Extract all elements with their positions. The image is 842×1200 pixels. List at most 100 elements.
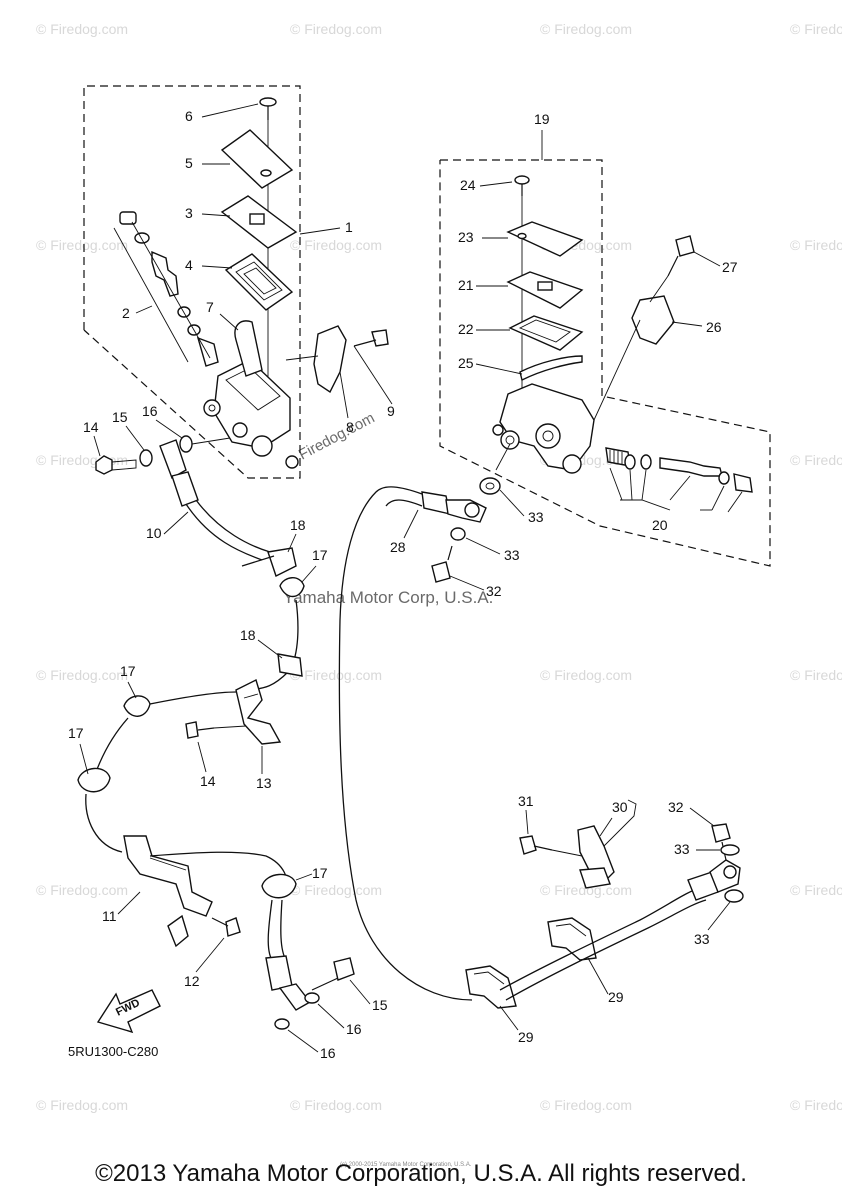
watermark: © Firedog.com <box>790 237 842 253</box>
callout-32b: 32 <box>668 799 684 815</box>
callout-16a: 15 <box>112 409 128 425</box>
callout-29b: 29 <box>518 1029 534 1045</box>
callout-25: 25 <box>458 355 474 371</box>
hose-run-left-mid <box>95 717 129 773</box>
callout-16c: 16 <box>346 1021 362 1037</box>
bolt-part-12 <box>211 917 241 937</box>
fine-print: (c) 2000-2015 Yamaha Motor Corporation, … <box>340 1162 472 1168</box>
center-watermark: Yamaha Motor Corp, U.S.A. <box>283 588 493 607</box>
piston-kit-part-2 <box>113 211 219 367</box>
diaphragm-part-22 <box>508 315 584 351</box>
callout-29a: 29 <box>608 989 624 1005</box>
diaphragm-part-4 <box>224 253 294 311</box>
union-bolt-part-32 <box>431 545 453 583</box>
watermark: © Firedog.com <box>790 667 842 683</box>
callout-13: 13 <box>256 775 272 791</box>
cap-part-23 <box>506 221 584 257</box>
left-master-cylinder-group: 6 5 3 4 1 2 7 8 9 <box>83 85 395 479</box>
callout-17b: 17 <box>120 663 136 679</box>
callout-5: 5 <box>185 155 193 171</box>
watermark: © Firedog.com <box>790 21 842 37</box>
callout-33a: 33 <box>528 509 544 525</box>
callout-15: 14 <box>83 419 99 435</box>
watermark: © Firedog.com <box>790 452 842 468</box>
bolt-part-14 <box>185 721 247 739</box>
watermark: © Firedog.com <box>540 1097 632 1113</box>
callout-33d: 33 <box>694 931 710 947</box>
watermark: © Firedog.com <box>290 21 382 37</box>
clamp-part-17-left1 <box>123 695 151 717</box>
callout-27: 27 <box>722 259 738 275</box>
watermark: © Firedog.com <box>290 667 382 683</box>
watermark: © Firedog.com <box>540 21 632 37</box>
watermark: © Firedog.com <box>36 667 128 683</box>
callout-22: 22 <box>458 321 474 337</box>
watermark: © Firedog.com <box>290 237 382 253</box>
callout-7: 7 <box>206 299 214 315</box>
watermark: © Firedog.com <box>290 882 382 898</box>
callout-18b: 18 <box>240 627 256 643</box>
watermark: © Firedog.com <box>36 237 128 253</box>
watermark: © Firedog.com <box>540 882 632 898</box>
bracket-part-11 <box>123 835 213 948</box>
clamp-part-29-lower <box>465 965 517 1009</box>
callout-16b: 16 <box>142 403 158 419</box>
union-bolt-part-15 <box>95 455 137 475</box>
brake-hose-end-left <box>265 955 312 1011</box>
callout-15b: 15 <box>372 997 388 1013</box>
watermark: © Firedog.com <box>36 1097 128 1113</box>
callout-6: 6 <box>185 108 193 124</box>
brake-hose-end-right <box>687 859 741 901</box>
callout-14: 14 <box>200 773 216 789</box>
washer-part-16-lower1 <box>304 992 320 1004</box>
washer-part-16-lower2 <box>274 1018 290 1030</box>
callout-12: 12 <box>184 973 200 989</box>
washer-part-33-c <box>720 844 740 856</box>
cylinder-end-cap <box>285 455 299 469</box>
callout-1: 1 <box>345 219 353 235</box>
seal-part-7 <box>234 320 263 377</box>
callout-24: 24 <box>460 177 476 193</box>
washer-part-33-b <box>450 527 466 541</box>
callout-33b: 33 <box>504 547 520 563</box>
brake-hose-part-10 <box>159 439 271 561</box>
callout-20: 20 <box>652 517 668 533</box>
bolt-part-9 <box>353 329 389 347</box>
callout-8: 8 <box>346 419 354 435</box>
hose-run-lower-right <box>499 887 701 991</box>
watermark: © Firedog.com <box>290 1097 382 1113</box>
bracket-part-30 <box>577 799 637 889</box>
hose-run-left-low <box>85 793 123 853</box>
hose-run-down <box>267 899 273 961</box>
callout-26: 26 <box>706 319 722 335</box>
firedog-watermark: Firedog.com <box>296 409 378 463</box>
washer-part-33-a <box>479 477 501 495</box>
copyright-notice: ©2013 Yamaha Motor Corporation, U.S.A. A… <box>95 1160 747 1187</box>
callout-32a: 32 <box>486 583 502 599</box>
callout-33c: 33 <box>674 841 690 857</box>
callout-30: 30 <box>612 799 628 815</box>
holder-part-26 <box>631 295 675 345</box>
piston-kit-part-20 <box>605 447 753 493</box>
clamp-part-18-mid <box>277 653 303 677</box>
fwd-arrow-icon: FWD <box>96 989 161 1034</box>
brake-hose-guide-part-13 <box>235 679 282 745</box>
washer-part-16b <box>179 435 193 453</box>
watermark: © Firedog.com <box>790 882 842 898</box>
callout-2: 2 <box>122 305 130 321</box>
clamp-part-18-top <box>241 547 297 577</box>
union-bolt-part-15-lower <box>311 957 355 991</box>
hose-run-left-top <box>149 691 237 705</box>
right-assembly-boundary <box>439 159 771 567</box>
watermark: © Firedog.com <box>36 882 128 898</box>
callout-10: 10 <box>146 525 162 541</box>
clamp-part-17-left2 <box>77 767 111 793</box>
clamp-part-17-upper <box>279 577 305 598</box>
callout-19: 19 <box>534 111 550 127</box>
cap-part-5 <box>220 129 294 189</box>
watermark: © Firedog.com <box>36 452 128 468</box>
bolt-part-31 <box>519 835 583 857</box>
left-assembly-boundary <box>83 85 301 479</box>
callout-4: 4 <box>185 257 193 273</box>
